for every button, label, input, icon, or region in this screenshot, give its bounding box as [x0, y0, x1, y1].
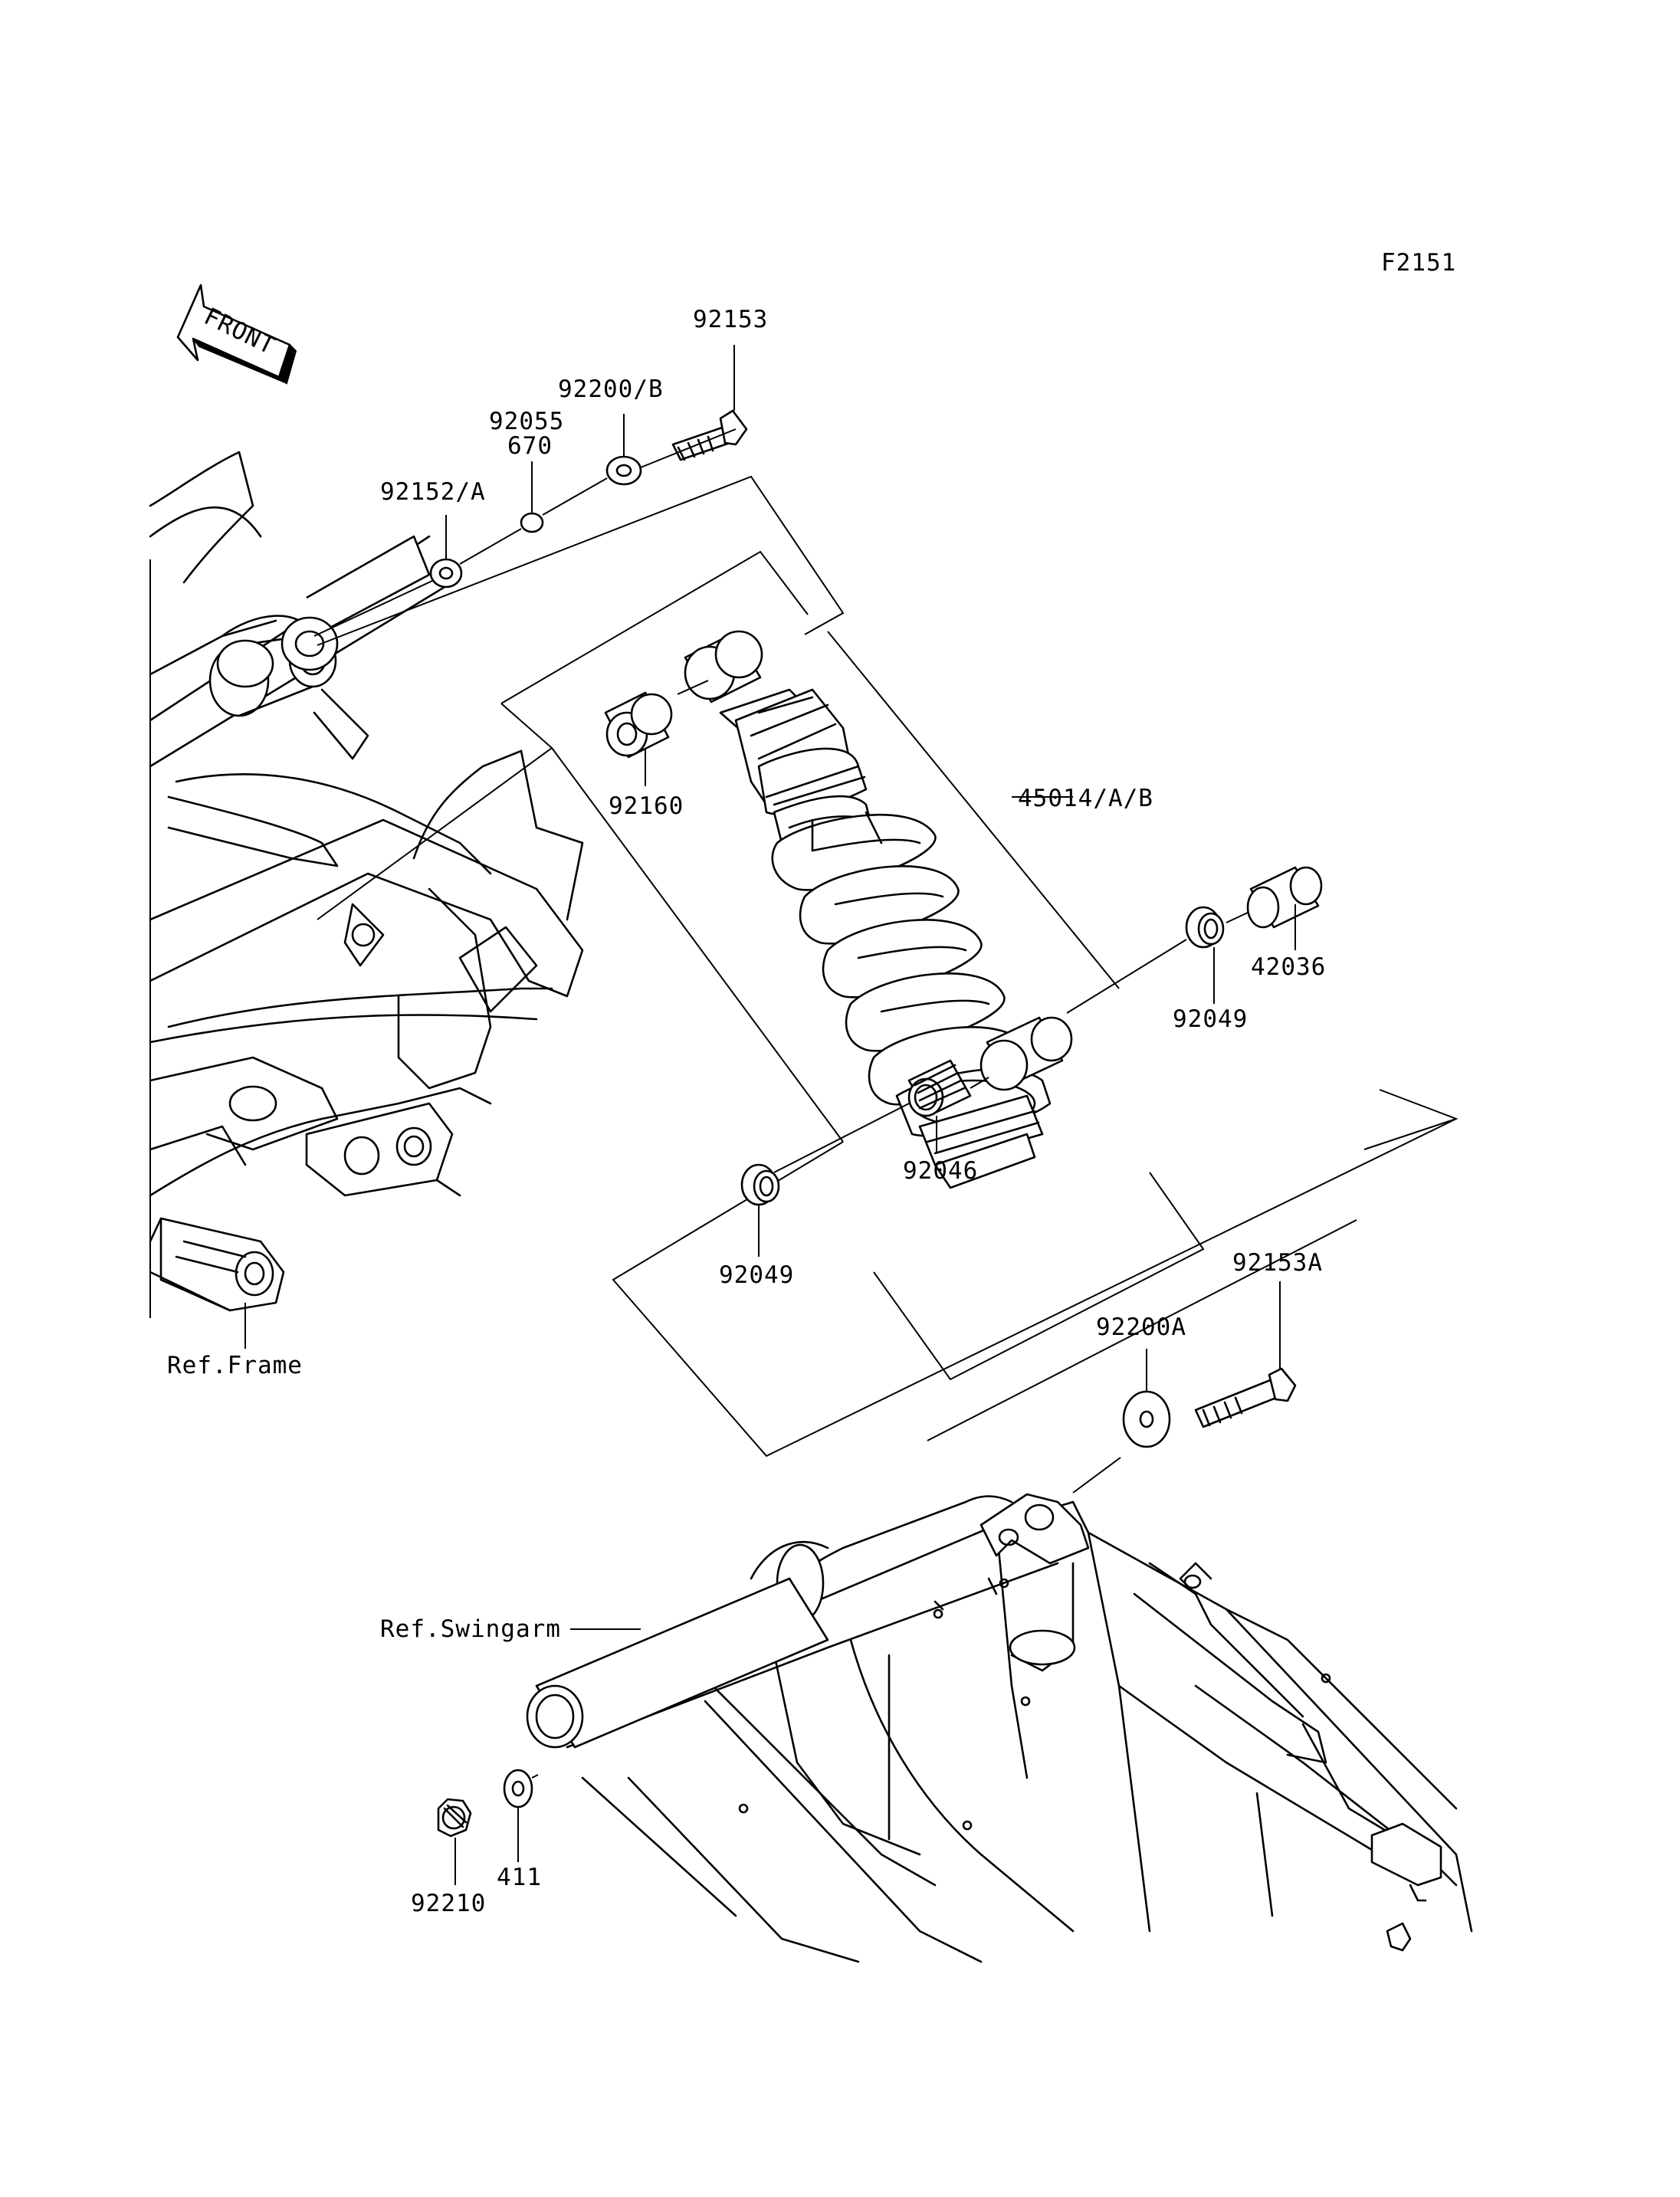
part-label-92049-left: 92049 [719, 1261, 794, 1289]
needle-bearing-92046 [907, 1059, 972, 1153]
lower-axis-line [773, 1103, 910, 1173]
ref-swingarm-label: Ref.Swingarm [380, 1615, 561, 1643]
lower-bolt-92153A [1194, 1281, 1297, 1428]
part-label-45014AB: 45014/A/B [1018, 785, 1153, 812]
shock-top-collar [684, 630, 763, 703]
part-label-92153A: 92153A [1232, 1249, 1323, 1277]
part-label-92055: 92055 [489, 408, 564, 435]
washer-92200A [1122, 1349, 1171, 1448]
lower-bolt-axis [1072, 1457, 1121, 1494]
part-label-92160: 92160 [609, 792, 684, 820]
seal-92049-left [740, 1163, 780, 1257]
part-label-92049-right: 92049 [1173, 1005, 1248, 1033]
upper-bolt-92153 [671, 345, 748, 461]
ring-92055-670 [520, 461, 544, 533]
part-label-92046: 92046 [903, 1157, 978, 1185]
part-label-42036: 42036 [1251, 953, 1326, 981]
nut-92210 [437, 1798, 472, 1885]
seal-92049-right [1185, 906, 1225, 1004]
figure-code: F2151 [1381, 249, 1456, 277]
washer-411 [503, 1769, 533, 1862]
bushing-92160 [604, 691, 673, 786]
frame-section [149, 451, 584, 1318]
part-label-411: 411 [497, 1864, 542, 1891]
collar-92152A [429, 515, 463, 589]
collar-to-bushing-line [677, 680, 709, 695]
right-axis-line [1066, 939, 1187, 1014]
part-label-92153: 92153 [693, 306, 768, 333]
part-label-92210: 92210 [411, 1890, 486, 1917]
part-label-670: 670 [507, 432, 553, 460]
upper-leader-box [317, 475, 1120, 1143]
upper-axis-line [313, 428, 737, 637]
front-arrow-icon: FRONT [176, 284, 297, 385]
part-label-92152A: 92152/A [380, 478, 486, 506]
lower-leader-box [612, 1089, 1459, 1458]
swingarm-section [526, 1493, 1473, 1963]
shock-absorber-45014 [719, 688, 1052, 1189]
ref-frame-label: Ref.Frame [167, 1352, 303, 1379]
part-label-92200B: 92200/B [558, 375, 664, 403]
washer-92200B [605, 414, 642, 486]
sleeve-42036 [1246, 866, 1323, 950]
part-label-92200A: 92200A [1096, 1313, 1186, 1341]
shock-bottom-collar [979, 1016, 1073, 1091]
